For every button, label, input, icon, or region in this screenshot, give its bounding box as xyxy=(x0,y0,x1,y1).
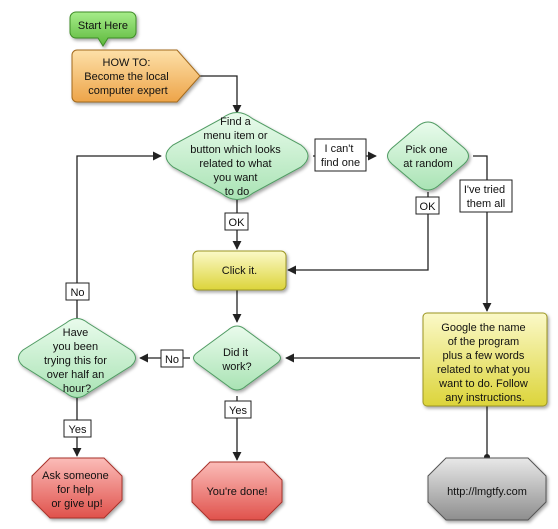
edge-label-no-work: No xyxy=(165,354,179,366)
node-start-label: Start Here xyxy=(78,20,128,32)
node-pick-label: Pick one at random xyxy=(403,144,453,170)
edge-label-yes-work: Yes xyxy=(229,405,247,417)
node-lmgtfy xyxy=(427,457,547,521)
node-click xyxy=(192,250,287,291)
node-help xyxy=(31,457,123,519)
node-work xyxy=(193,325,281,391)
node-done xyxy=(191,461,283,521)
node-lmgtfy-label: http://lmgtfy.com xyxy=(447,486,527,498)
node-done-label: You're done! xyxy=(206,486,267,498)
edge-label-cant-find: I can't find one xyxy=(321,143,360,169)
node-help-label: Ask someone for help or give up! xyxy=(42,470,112,510)
nodes: Start Here HOW TO: Become the local comp… xyxy=(18,11,548,521)
edge-label-tried-all: I've tried them all xyxy=(464,184,508,210)
node-google-label: Google the name of the program plus a fe… xyxy=(437,322,533,404)
edge-pick-to-google xyxy=(473,155,492,312)
node-work-label: Did it work? xyxy=(221,347,251,373)
node-google xyxy=(422,312,548,407)
node-click-label: Click it. xyxy=(222,265,257,277)
node-find-label: Find a menu item or button which looks r… xyxy=(190,116,284,198)
node-pick xyxy=(387,121,469,191)
node-start xyxy=(69,11,137,47)
edge-label-yes-half: Yes xyxy=(69,424,87,436)
node-howto xyxy=(71,49,201,103)
node-find xyxy=(165,112,309,200)
edge-labels: I can't find one OK OK I've tried them a… xyxy=(63,138,513,438)
node-half xyxy=(18,318,136,398)
edge-label-no-half: No xyxy=(70,287,84,299)
edge-pick-to-click xyxy=(287,192,429,275)
edge-howto-to-find xyxy=(200,75,242,114)
edge-half-to-find xyxy=(76,151,162,318)
edge-label-ok-find: OK xyxy=(229,217,246,229)
node-howto-label: HOW TO: Become the local computer expert xyxy=(84,57,171,97)
node-half-label: Have you been trying this for over half … xyxy=(44,327,110,395)
edge-label-ok-pick: OK xyxy=(420,201,437,213)
